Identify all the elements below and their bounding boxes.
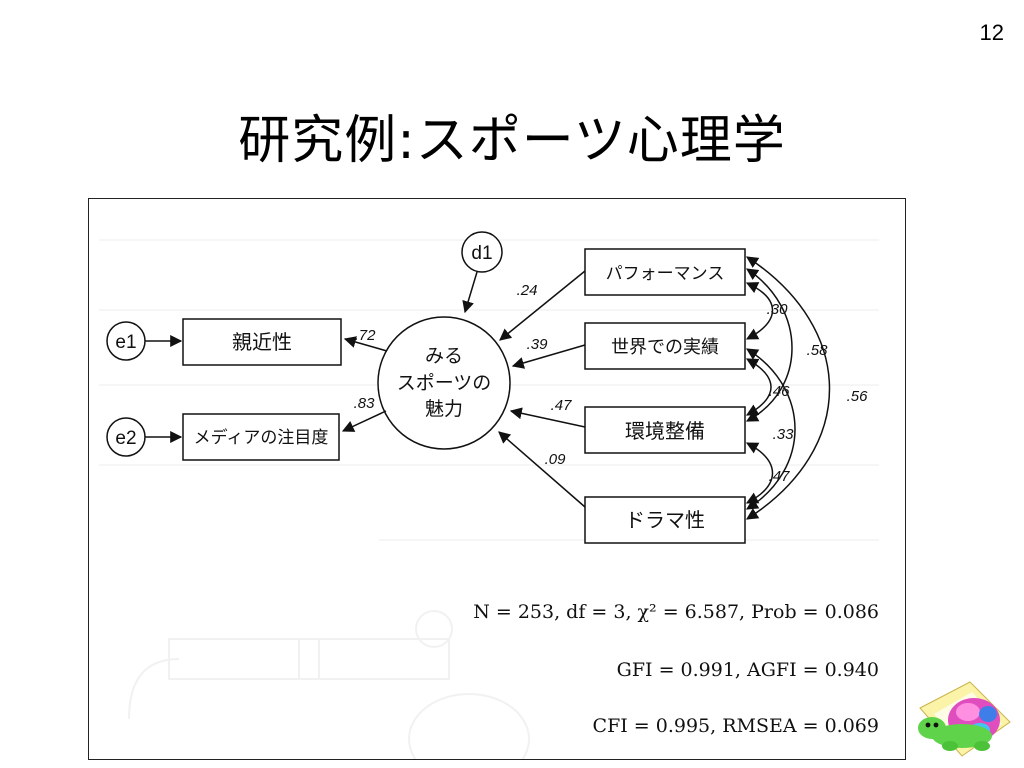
performance-box	[584, 248, 746, 296]
e1-label: e1	[115, 332, 136, 353]
e2-label: e2	[115, 428, 136, 449]
corr-label-record-env: .46	[769, 383, 791, 400]
world-record-label: 世界での実績	[611, 337, 719, 358]
fit-stats-line-3: CFI = 0.995, RMSEA = 0.069	[592, 715, 879, 737]
sports-appeal-circle	[377, 316, 511, 450]
d1-circle	[461, 231, 503, 273]
path-label-environment: .47	[551, 397, 573, 414]
turtle-mascot-icon	[918, 681, 1011, 757]
corr-label-perf-record: .30	[767, 301, 789, 318]
path-diagram: e1 e2 親近性 メディアの注目度 d1 みる スポーツの 魅力 .72 .8…	[99, 231, 879, 759]
environment-label: 環境整備	[625, 419, 705, 443]
page-number: 12	[979, 20, 1004, 45]
path-diagram-figure: e1 e2 親近性 メディアの注目度 d1 みる スポーツの 魅力 .72 .8…	[88, 198, 906, 760]
path-label-record: .39	[527, 336, 549, 353]
media-attention-box	[182, 413, 340, 461]
fit-stats-line-2: GFI = 0.991, AGFI = 0.940	[616, 659, 879, 681]
corr-label-perf-drama: .56	[847, 388, 869, 405]
world-record-box	[584, 322, 746, 370]
corr-label-record-drama: .33	[773, 426, 795, 443]
path-label-media: .83	[354, 395, 376, 412]
familiarity-box	[182, 318, 342, 366]
corr-label-env-drama: .47	[769, 468, 791, 485]
drama-box	[584, 496, 746, 544]
media-attention-label: メディアの注目度	[194, 427, 329, 448]
familiarity-label: 親近性	[232, 330, 292, 354]
slide-title: 研究例:スポーツ心理学	[238, 111, 786, 171]
fit-stats-line-1: N = 253, df = 3, χ² = 6.587, Prob = 0.08…	[473, 601, 879, 623]
corr-label-perf-env: .58	[807, 342, 829, 359]
path-label-familiarity: .72	[355, 327, 377, 344]
environment-box	[584, 406, 746, 454]
center-line-3: 魅力	[425, 398, 463, 420]
path-label-performance: .24	[517, 282, 538, 299]
path-label-drama: .09	[545, 451, 567, 468]
d1-label: d1	[471, 243, 492, 264]
center-line-1: みる	[425, 345, 463, 367]
performance-label: パフォーマンス	[606, 264, 725, 284]
drama-label: ドラマ性	[625, 508, 705, 532]
background-bleed	[99, 239, 879, 759]
center-line-2: スポーツの	[397, 372, 492, 394]
